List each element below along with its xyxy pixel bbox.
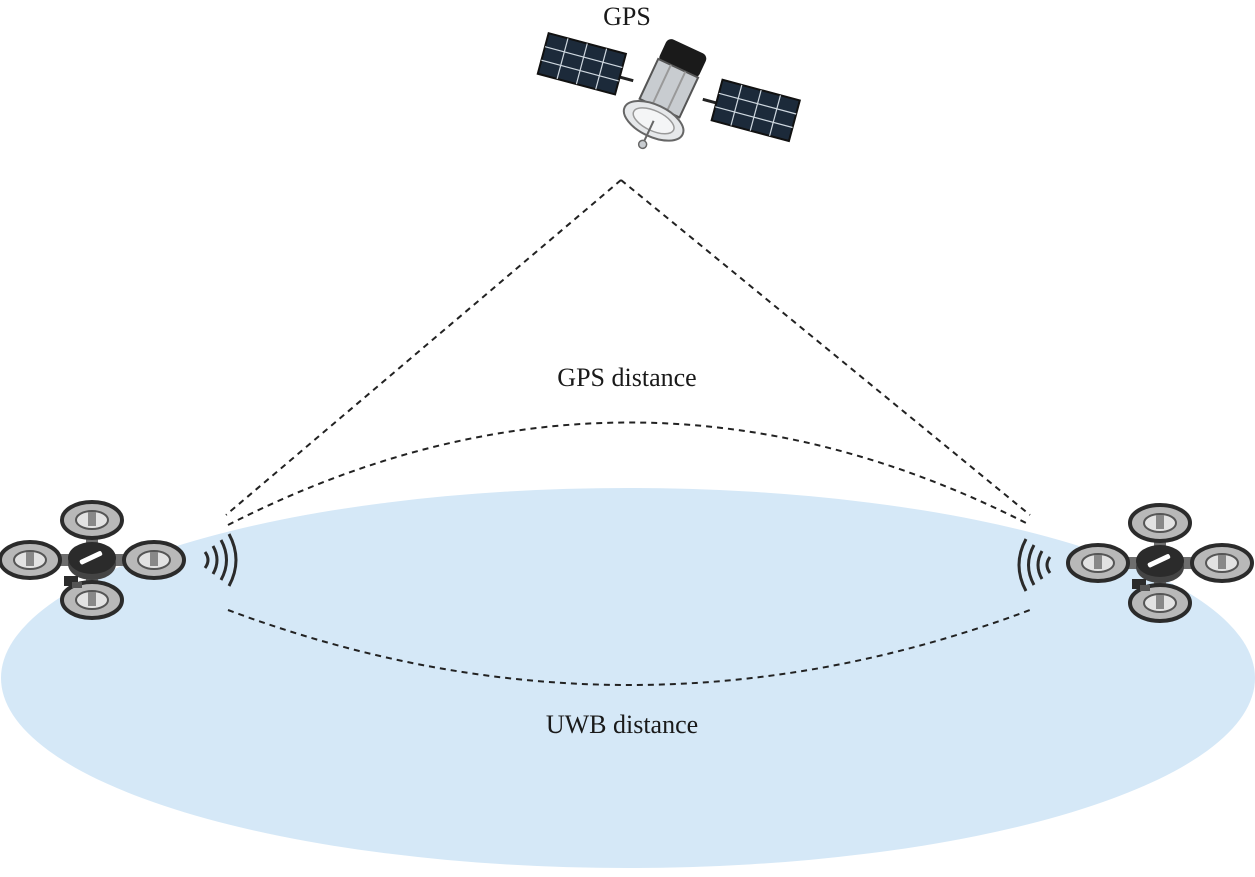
gps-signal-lines: [225, 179, 1031, 516]
uwb-distance-label: UWB distance: [545, 710, 699, 739]
uwb-coverage-area: [1, 488, 1255, 868]
gps-distance-label: GPS distance: [557, 363, 697, 392]
satellite-icon: [536, 31, 802, 150]
uwb-distance-arc: [227, 609, 1031, 686]
gps-label: GPS: [603, 2, 651, 31]
gps-distance-arc: [227, 421, 1031, 526]
